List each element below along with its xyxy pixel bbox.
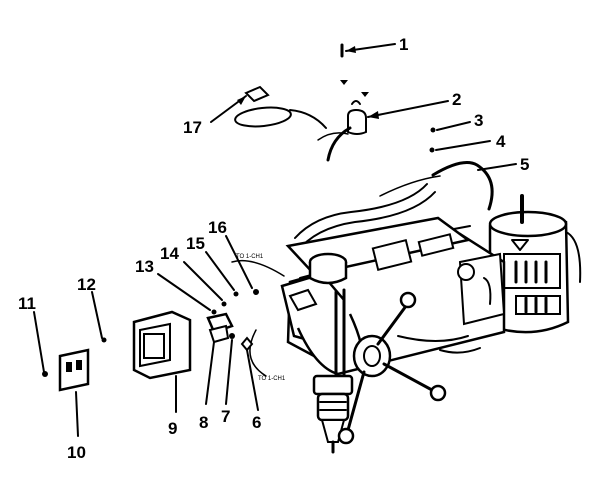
callout-labels: 1 2 3 4 5 6 7 8 9 10 11 12 13 14 15 16 1… [18,35,529,462]
callout-2: 2 [452,90,461,109]
power-cord [294,126,517,253]
part-10-switch-plate [58,348,90,437]
callout-3: 3 [474,111,483,130]
svg-text:TO 1-CH1: TO 1-CH1 [236,254,264,260]
part-17-cord-loop [210,85,327,129]
part-7-screw [225,333,235,405]
drill-head-housing [280,216,506,382]
part-13-screw [157,273,217,315]
part-9-switch-box [132,310,192,413]
callout-13: 13 [135,257,154,276]
part-4-screw [429,140,491,153]
part-12-screw [91,291,107,343]
callout-15: 15 [186,234,205,253]
callout-8: 8 [199,413,208,432]
part-16-screw [225,235,259,295]
callout-12: 12 [77,275,96,294]
part-14-screw [183,261,227,307]
part-2-strain-relief [340,80,449,135]
callout-4: 4 [496,132,506,151]
part-5-motor [488,194,582,334]
callout-14: 14 [160,244,179,263]
callout-10: 10 [67,443,86,462]
callout-1: 1 [399,35,408,54]
part-3-screw [430,121,471,133]
callout-5: 5 [520,155,529,174]
part-6-wire-nut [240,336,259,411]
wire-tag-lower: TO 1-CH1 [258,376,286,382]
part-15-screw [205,251,239,297]
part-11-screw [33,311,48,377]
part-8-switch [205,312,234,405]
callout-17: 17 [183,118,202,137]
part-1-screw [340,43,396,58]
feed-handles [337,291,447,445]
wire-tag-upper: TO 1-CH1 [236,254,264,260]
callout-7: 7 [221,407,230,426]
callout-6: 6 [252,413,261,432]
callout-9: 9 [168,419,177,438]
callout-16: 16 [208,218,227,237]
spindle-chuck [312,374,354,454]
callout-11: 11 [18,294,36,313]
svg-text:TO 1-CH1: TO 1-CH1 [258,376,286,382]
